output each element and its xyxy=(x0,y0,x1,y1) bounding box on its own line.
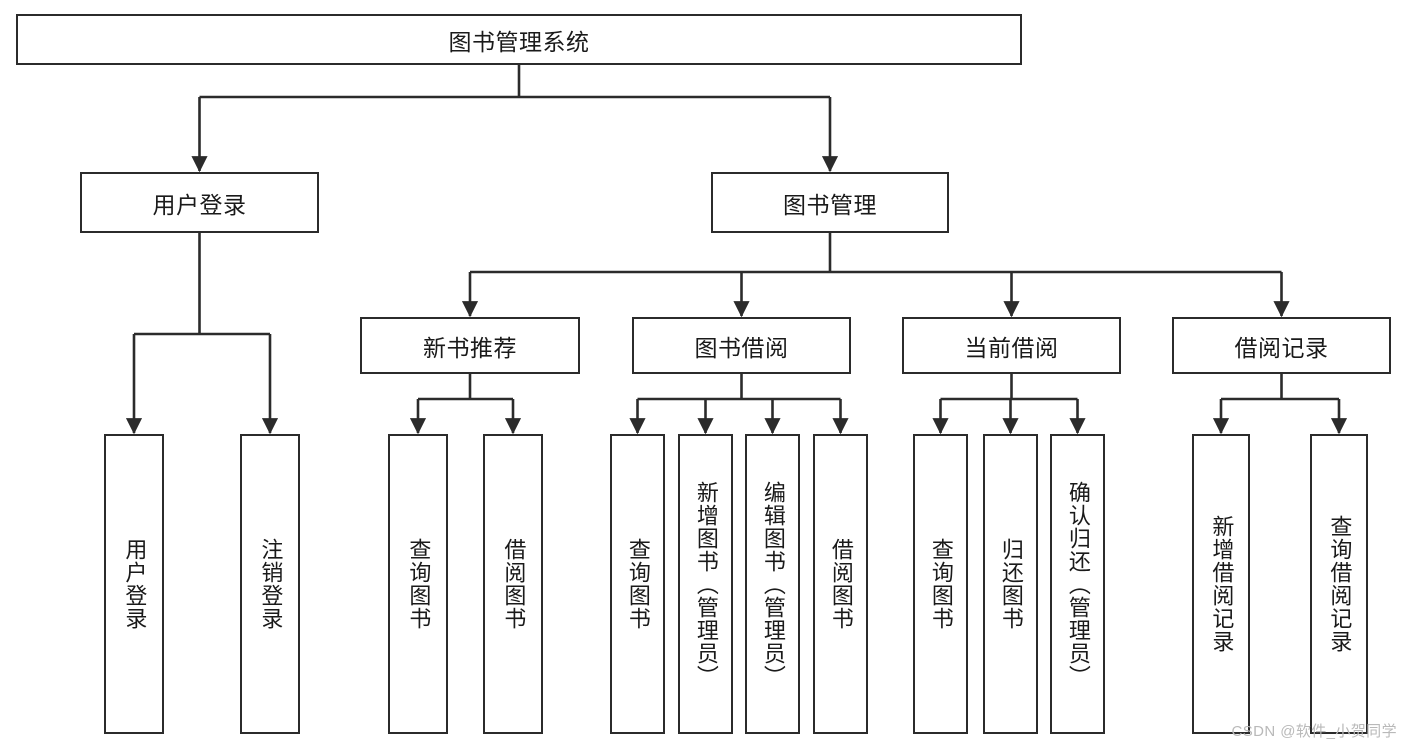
node-leaf8[interactable]: 借阅图书 xyxy=(813,434,868,734)
node-leaf13[interactable]: 查询借阅记录 xyxy=(1310,434,1368,734)
node-l2a[interactable]: 用户登录 xyxy=(80,172,319,233)
node-leaf3[interactable]: 查询图书 xyxy=(388,434,448,734)
node-label: 查询借阅记录 xyxy=(1327,515,1353,653)
node-label: 图书管理 xyxy=(783,191,877,218)
csdn-watermark: CSDN @软件_小贺同学 xyxy=(1231,723,1397,740)
node-label: 新书推荐 xyxy=(423,334,517,361)
node-label: 用户登录 xyxy=(122,538,148,630)
node-l3a[interactable]: 新书推荐 xyxy=(360,317,580,374)
node-leaf9[interactable]: 查询图书 xyxy=(913,434,968,734)
node-label: 借阅记录 xyxy=(1234,334,1329,361)
node-label: 归还图书 xyxy=(998,538,1024,630)
node-label: 查询图书 xyxy=(928,538,954,630)
node-label: 借阅图书 xyxy=(501,538,527,630)
node-label: 确认归还（管理员） xyxy=(1065,480,1091,688)
node-label: 查询图书 xyxy=(625,538,651,630)
node-leaf10[interactable]: 归还图书 xyxy=(983,434,1038,734)
node-label: 新增借阅记录 xyxy=(1209,515,1235,653)
node-leaf12[interactable]: 新增借阅记录 xyxy=(1192,434,1250,734)
node-label: 新增图书（管理员） xyxy=(693,480,719,688)
node-leaf1[interactable]: 用户登录 xyxy=(104,434,164,734)
node-leaf4[interactable]: 借阅图书 xyxy=(483,434,543,734)
node-l2b[interactable]: 图书管理 xyxy=(711,172,949,233)
node-l3d[interactable]: 借阅记录 xyxy=(1172,317,1391,374)
node-root[interactable]: 图书管理系统 xyxy=(16,14,1022,65)
node-label: 借阅图书 xyxy=(828,538,854,630)
node-label: 图书管理系统 xyxy=(448,28,590,55)
node-leaf7[interactable]: 编辑图书（管理员） xyxy=(745,434,800,734)
node-leaf2[interactable]: 注销登录 xyxy=(240,434,300,734)
node-label: 查询图书 xyxy=(406,538,432,630)
node-label: 注销登录 xyxy=(258,538,284,630)
node-leaf6[interactable]: 新增图书（管理员） xyxy=(678,434,733,734)
node-label: 用户登录 xyxy=(152,191,247,218)
node-label: 当前借阅 xyxy=(964,334,1059,361)
node-l3b[interactable]: 图书借阅 xyxy=(632,317,851,374)
node-leaf11[interactable]: 确认归还（管理员） xyxy=(1050,434,1105,734)
node-l3c[interactable]: 当前借阅 xyxy=(902,317,1121,374)
node-leaf5[interactable]: 查询图书 xyxy=(610,434,665,734)
node-label: 图书借阅 xyxy=(694,334,789,361)
node-label: 编辑图书（管理员） xyxy=(760,480,786,688)
